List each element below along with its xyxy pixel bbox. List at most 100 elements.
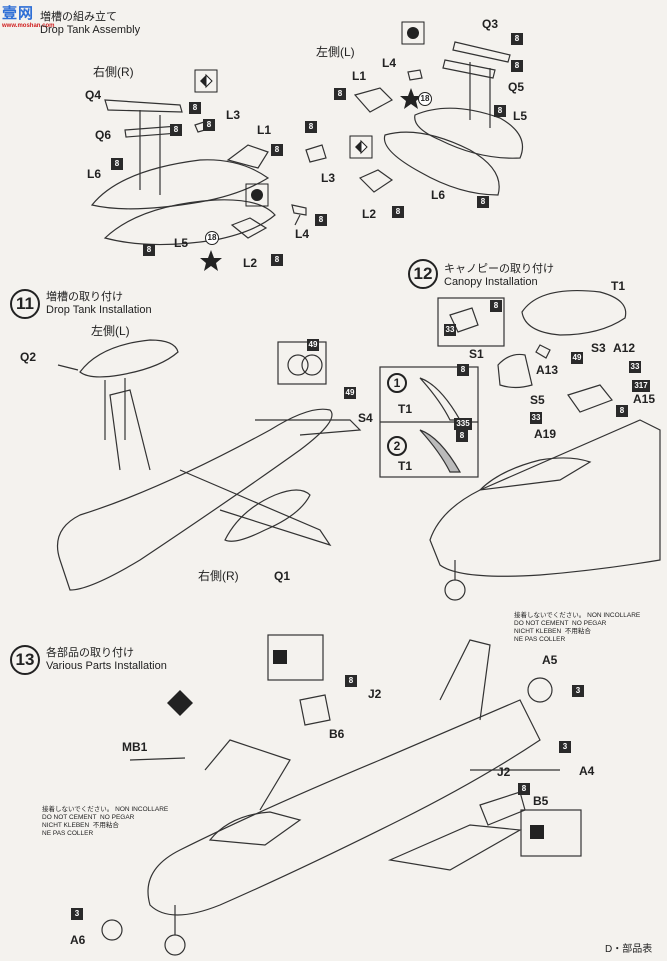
- part-label-l4-right: L4: [382, 56, 397, 70]
- step-11-title-en: Drop Tank Installation: [46, 304, 152, 317]
- color-badge-8: 8: [334, 88, 346, 100]
- warning-es: NO PEGAR: [100, 814, 135, 822]
- part-detail-box-49: [277, 341, 327, 385]
- part-label-l4: L4: [295, 227, 310, 241]
- color-badge-8: 8: [203, 119, 215, 131]
- aircraft-various-parts: [101, 639, 560, 956]
- part-label-q1: Q1: [274, 569, 291, 583]
- drop-tank-left-drawing: [90, 99, 307, 246]
- color-badge-8: 8: [392, 206, 404, 218]
- warning-it: NON INCOLLARE: [115, 806, 169, 813]
- tank-right-side-label: 右側(R): [93, 65, 134, 79]
- diamond-icon: [167, 690, 193, 716]
- tank-left-side-label: 左側(L): [316, 45, 355, 59]
- color-badge-317: 317: [632, 380, 650, 392]
- step-13-title-en: Various Parts Installation: [46, 660, 167, 673]
- drop-tank-assembly-title-jp: 増槽の組み立て: [40, 11, 117, 23]
- part-label-s1: S1: [469, 347, 484, 361]
- color-badge-8: 8: [170, 124, 182, 136]
- warning-jp: 接着しないでください。: [42, 806, 114, 813]
- canopy-option-1-label: T1: [398, 402, 413, 416]
- color-badge-8: 8: [345, 675, 357, 687]
- color-badge-8: 8: [271, 254, 283, 266]
- part-label-a4: A4: [579, 764, 595, 778]
- warning-fr: NE PAS COLLER: [42, 830, 94, 838]
- part-label-a13: A13: [536, 363, 559, 377]
- color-badge-8: 8: [315, 214, 327, 226]
- color-badge-3: 3: [559, 741, 571, 753]
- part-label-s3: S3: [591, 341, 606, 355]
- part-label-b5: B5: [533, 794, 549, 808]
- step-12-number: 12: [408, 259, 438, 289]
- color-badge-8: 8: [111, 158, 123, 170]
- part-label-q4: Q4: [85, 88, 102, 102]
- decal-badge-18: 18: [418, 92, 432, 106]
- watermark-main: 壹网: [2, 5, 35, 22]
- warning-en: DO NOT CEMENT: [42, 814, 97, 822]
- warning-es: NO PEGAR: [572, 620, 607, 628]
- decal-badge-18: 18: [205, 231, 219, 245]
- step-13-title-jp: 各部品の取り付け: [46, 647, 134, 659]
- part-label-a6: A6: [70, 933, 86, 947]
- step-12-title: キャノピーの取り付け Canopy Installation: [444, 263, 554, 289]
- color-badge-8: 8: [511, 60, 523, 72]
- warning-cn: 不用粘合: [564, 628, 591, 636]
- star-icon: [200, 250, 222, 271]
- part-label-t1: T1: [611, 279, 626, 293]
- part-label-l2-right: L2: [362, 207, 377, 221]
- step-13-title: 各部品の取り付け Various Parts Installation: [46, 647, 167, 673]
- part-label-j2-lower: J2: [497, 765, 511, 779]
- warning-it: NON INCOLLARE: [587, 612, 641, 619]
- color-badge-49: 49: [307, 339, 319, 351]
- part-label-b6: B6: [329, 727, 345, 741]
- part-label-q6: Q6: [95, 128, 112, 142]
- reference-box-bottom: [520, 809, 582, 857]
- part-label-l5: L5: [174, 236, 189, 250]
- drop-tank-assembly-title-en: Drop Tank Assembly: [40, 24, 141, 36]
- drop-tank-right-drawing: [305, 41, 524, 196]
- part-label-l5-right: L5: [513, 109, 528, 123]
- part-label-j2: J2: [368, 687, 382, 701]
- color-badge-8: 8: [494, 105, 506, 117]
- warning-jp: 接着しないでください。: [514, 612, 586, 619]
- reference-icon-top: [273, 650, 287, 664]
- color-badge-49: 49: [344, 387, 356, 399]
- part-label-l1: L1: [257, 123, 272, 137]
- part-label-s5: S5: [530, 393, 545, 407]
- part-label-q2: Q2: [20, 350, 37, 364]
- reference-icon-bottom: [530, 825, 544, 839]
- canopy-option-2-number: 2: [387, 436, 407, 456]
- part-label-l1-right: L1: [352, 69, 367, 83]
- color-badge-335: 335: [454, 418, 472, 430]
- step-11-number: 11: [10, 289, 40, 319]
- part-label-a19: A19: [534, 427, 557, 441]
- step11-left-side-label: 左側(L): [91, 324, 130, 338]
- part-label-a12: A12: [613, 341, 636, 355]
- footer-parts-list-label: D・部品表: [605, 944, 653, 955]
- step-12-title-en: Canopy Installation: [444, 276, 538, 289]
- step-11-title-jp: 増槽の取り付け: [46, 291, 123, 303]
- color-badge-8: 8: [305, 121, 317, 133]
- cement-warning-top: 接着しないでください。 NON INCOLLARE DO NOT CEMENT …: [514, 612, 640, 645]
- color-badge-33: 33: [530, 412, 542, 424]
- aircraft-drop-tank-installation: [56, 339, 362, 591]
- part-label-l2: L2: [243, 256, 258, 270]
- part-label-q5: Q5: [508, 80, 525, 94]
- part-detail-box-33: [437, 297, 505, 347]
- reference-box-top: [267, 634, 324, 681]
- part-label-a15: A15: [633, 392, 656, 406]
- color-badge-8: 8: [477, 196, 489, 208]
- direction-icons: [167, 21, 544, 839]
- drop-tank-assembly-header: 増槽の組み立て Drop Tank Assembly: [40, 8, 140, 36]
- part-label-l6-right: L6: [431, 188, 446, 202]
- step11-right-side-label: 右側(R): [198, 569, 239, 583]
- part-label-l3: L3: [226, 108, 241, 122]
- part-label-a5: A5: [542, 653, 558, 667]
- arrow-left-icon: [200, 75, 206, 87]
- step-11-title: 増槽の取り付け Drop Tank Installation: [46, 291, 152, 317]
- color-badge-8: 8: [143, 244, 155, 256]
- color-badge-8: 8: [518, 783, 530, 795]
- color-badge-8: 8: [456, 430, 468, 442]
- canopy-option-1-number: 1: [387, 373, 407, 393]
- warning-cn: 不用粘合: [92, 822, 119, 830]
